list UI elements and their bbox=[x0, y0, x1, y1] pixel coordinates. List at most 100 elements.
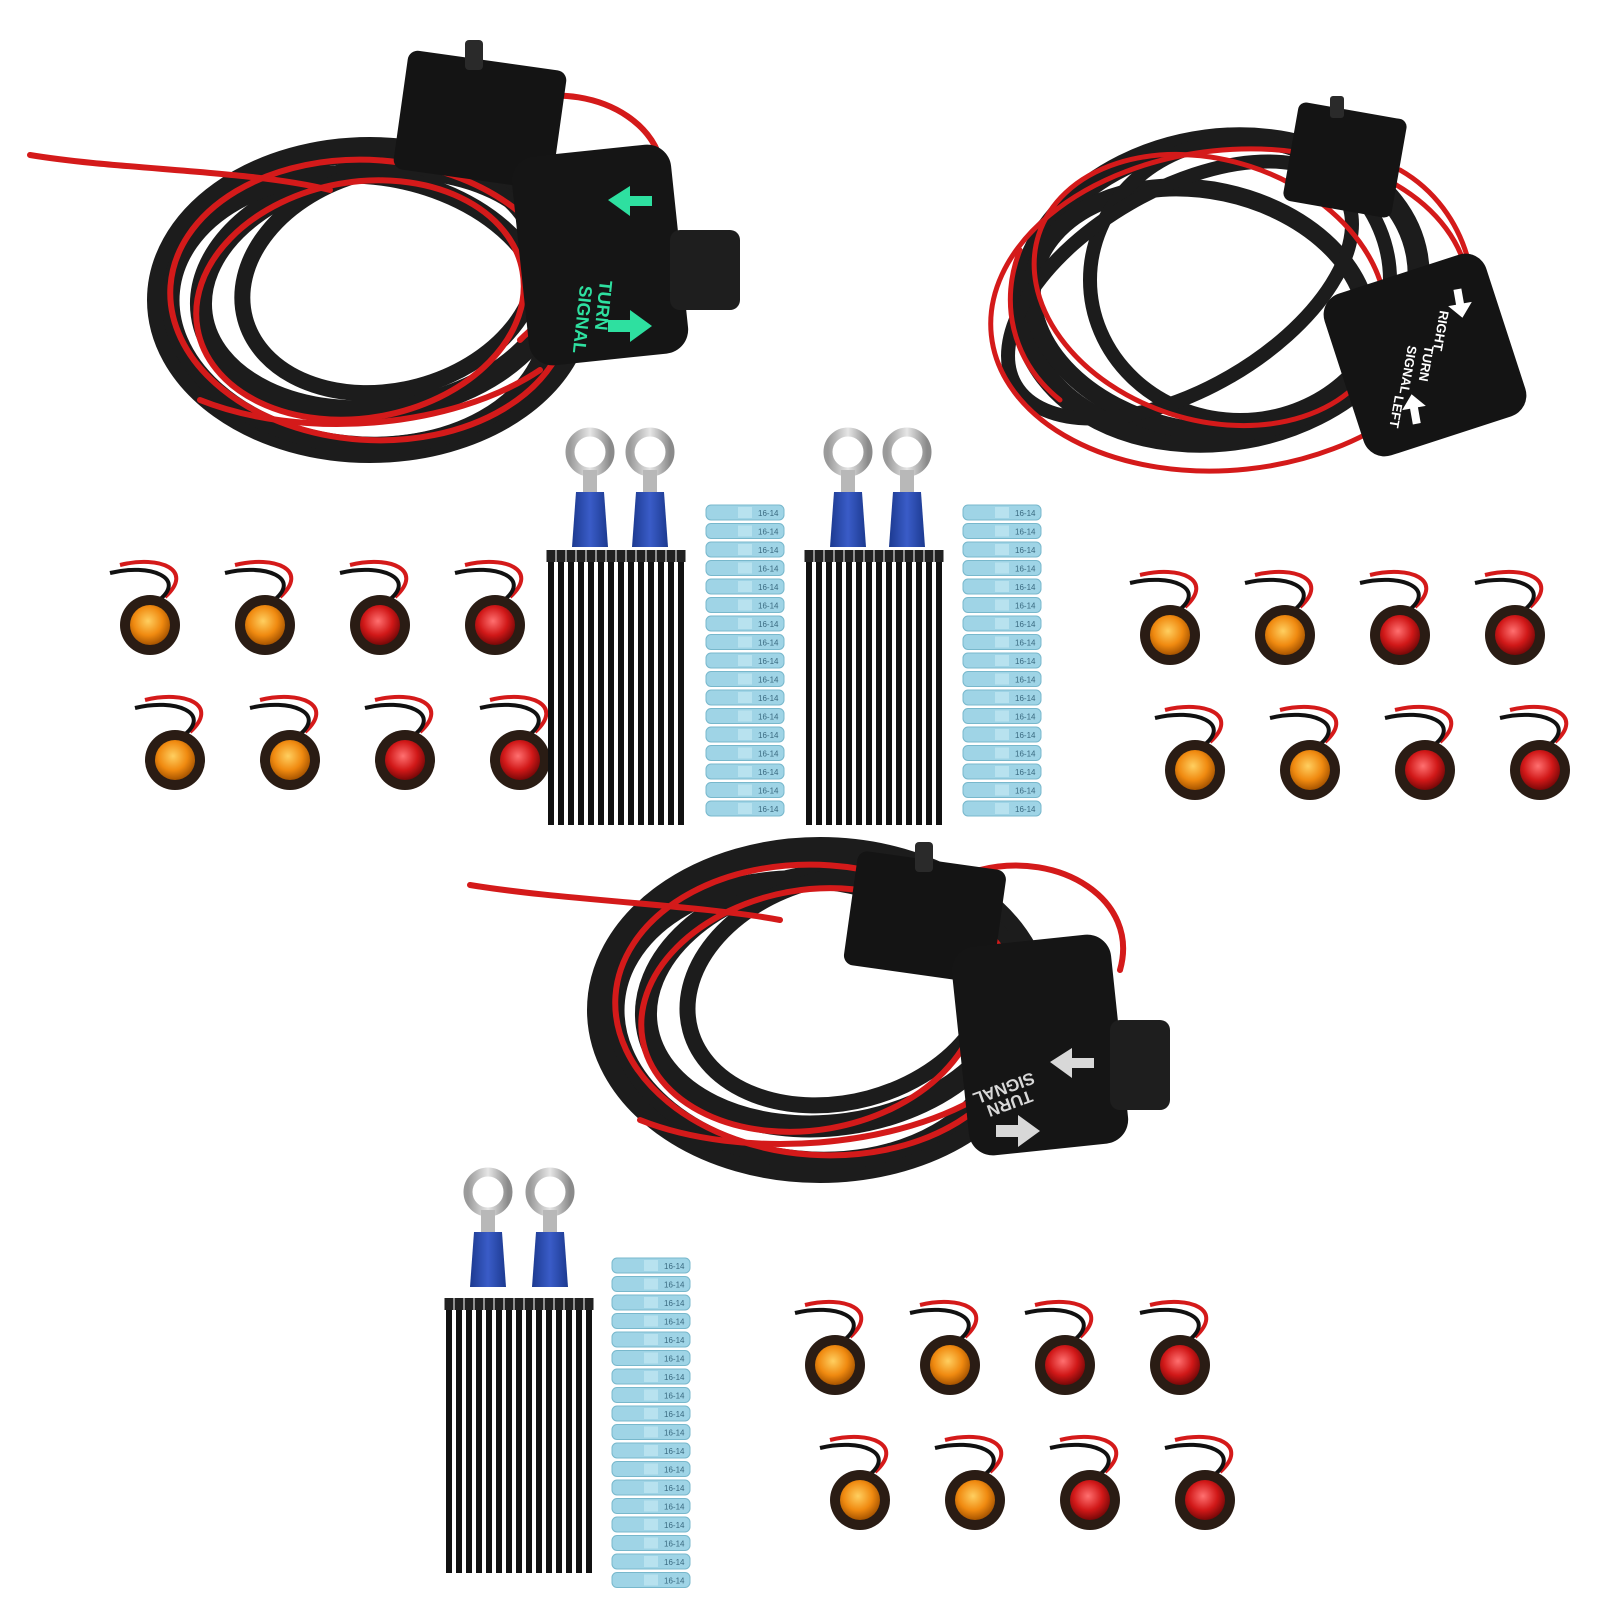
connector-gauge-label: 16-14 bbox=[758, 639, 779, 648]
connector-gauge-label: 16-14 bbox=[664, 1540, 685, 1549]
connector-gauge-label: 16-14 bbox=[758, 657, 779, 666]
marker-light-red bbox=[339, 559, 410, 655]
connector-gauge-label: 16-14 bbox=[664, 1447, 685, 1456]
marker-light-amber bbox=[109, 559, 180, 655]
connector-gauge-label: 16-14 bbox=[664, 1318, 685, 1327]
marker-light-amber bbox=[224, 559, 295, 655]
relay-box-top-right bbox=[1283, 96, 1407, 218]
ring-terminal bbox=[565, 427, 615, 547]
marker-light-red bbox=[479, 694, 550, 790]
marker-light-red bbox=[364, 694, 435, 790]
connector-gauge-label: 16-14 bbox=[664, 1392, 685, 1401]
turn-signal-switch-top-right: RIGHT TURN SIGNAL LEFT bbox=[1323, 253, 1527, 457]
switch-label-turn: TURN bbox=[1416, 344, 1437, 382]
marker-light-amber bbox=[794, 1299, 865, 1395]
connector-gauge-label: 16-14 bbox=[758, 676, 779, 685]
connector-gauge-label: 16-14 bbox=[664, 1355, 685, 1364]
connector-gauge-label: 16-14 bbox=[758, 731, 779, 740]
connector-gauge-label: 16-14 bbox=[1015, 787, 1036, 796]
connector-gauge-label: 16-14 bbox=[758, 694, 779, 703]
marker-light-red bbox=[1359, 569, 1430, 665]
connector-gauge-label: 16-14 bbox=[758, 583, 779, 592]
connector-gauge-label: 16-14 bbox=[664, 1466, 685, 1475]
marker-light-amber bbox=[1154, 704, 1225, 800]
connector-gauge-label: 16-14 bbox=[664, 1484, 685, 1493]
connector-gauge-label: 16-14 bbox=[1015, 602, 1036, 611]
marker-light-red bbox=[1024, 1299, 1095, 1395]
connector-gauge-label: 16-14 bbox=[758, 805, 779, 814]
marker-light-amber bbox=[1244, 569, 1315, 665]
marker-light-amber bbox=[249, 694, 320, 790]
ring-terminal bbox=[525, 1167, 575, 1287]
marker-light-red bbox=[1164, 1434, 1235, 1530]
butt-connectors-column: 16-14 16-14 16-14 16-14 16-14 16-14 16-14 16-14… bbox=[611, 1257, 691, 1588]
butt-connectors-column: 16-14 16-14 16-14 16-14 16-14 16-14 16-14 16-14… bbox=[962, 504, 1042, 817]
arrow-left-icon bbox=[608, 186, 652, 216]
connector-gauge-label: 16-14 bbox=[1015, 805, 1036, 814]
connector-gauge-label: 16-14 bbox=[758, 509, 779, 518]
connector-gauge-label: 16-14 bbox=[664, 1299, 685, 1308]
connector-gauge-label: 16-14 bbox=[664, 1521, 685, 1530]
connector-gauge-label: 16-14 bbox=[758, 750, 779, 759]
marker-light-red bbox=[1139, 1299, 1210, 1395]
connector-gauge-label: 16-14 bbox=[1015, 565, 1036, 574]
turn-signal-switch-top-left: TURN SIGNAL bbox=[511, 144, 740, 366]
ring-terminal bbox=[882, 427, 932, 547]
connector-gauge-label: 16-14 bbox=[758, 565, 779, 574]
marker-light-amber bbox=[909, 1299, 980, 1395]
arrow-right-icon bbox=[608, 310, 652, 342]
marker-light-amber bbox=[134, 694, 205, 790]
marker-light-amber bbox=[819, 1434, 890, 1530]
marker-light-amber bbox=[1269, 704, 1340, 800]
cable-ties-bundle bbox=[546, 550, 686, 825]
connector-gauge-label: 16-14 bbox=[1015, 694, 1036, 703]
connector-gauge-label: 16-14 bbox=[1015, 657, 1036, 666]
cable-ties-bundle bbox=[444, 1298, 594, 1573]
marker-light-amber bbox=[934, 1434, 1005, 1530]
wiring-harness-top-left: TURN SIGNAL bbox=[27, 40, 740, 463]
switch-label-right: RIGHT bbox=[1430, 309, 1452, 351]
marker-light-red bbox=[454, 559, 525, 655]
relay-box-top-left bbox=[393, 40, 567, 190]
ring-terminal bbox=[823, 427, 873, 547]
connector-gauge-label: 16-14 bbox=[758, 602, 779, 611]
arrow-right-icon bbox=[1448, 288, 1472, 318]
connector-gauge-label: 16-14 bbox=[758, 546, 779, 555]
marker-light-red bbox=[1499, 704, 1570, 800]
connector-gauge-label: 16-14 bbox=[1015, 768, 1036, 777]
connector-gauge-label: 16-14 bbox=[1015, 546, 1036, 555]
connector-gauge-label: 16-14 bbox=[664, 1281, 685, 1290]
ring-terminal bbox=[463, 1167, 513, 1287]
connector-gauge-label: 16-14 bbox=[758, 620, 779, 629]
connector-gauge-label: 16-14 bbox=[664, 1558, 685, 1567]
connector-gauge-label: 16-14 bbox=[1015, 528, 1036, 537]
connector-gauge-label: 16-14 bbox=[758, 528, 779, 537]
connector-gauge-label: 16-14 bbox=[664, 1577, 685, 1586]
cable-ties-bundle bbox=[804, 550, 944, 825]
connector-gauge-label: 16-14 bbox=[1015, 750, 1036, 759]
connector-gauge-label: 16-14 bbox=[664, 1373, 685, 1382]
wiring-harness-bottom: TURN SIGNAL bbox=[467, 837, 1170, 1183]
connector-gauge-label: 16-14 bbox=[664, 1410, 685, 1419]
ring-terminal bbox=[625, 427, 675, 547]
connector-gauge-label: 16-14 bbox=[1015, 639, 1036, 648]
connector-gauge-label: 16-14 bbox=[1015, 713, 1036, 722]
connector-gauge-label: 16-14 bbox=[758, 713, 779, 722]
marker-light-red bbox=[1384, 704, 1455, 800]
turn-signal-switch-bottom: TURN SIGNAL bbox=[951, 934, 1170, 1156]
butt-connectors-column: 16-14 16-14 16-14 16-14 16-14 16-14 16-14 16-14… bbox=[705, 504, 785, 817]
marker-light-red bbox=[1474, 569, 1545, 665]
arrow-right-icon bbox=[996, 1115, 1040, 1147]
connector-gauge-label: 16-14 bbox=[664, 1262, 685, 1271]
connector-gauge-label: 16-14 bbox=[1015, 509, 1036, 518]
connector-gauge-label: 16-14 bbox=[758, 787, 779, 796]
connector-gauge-label: 16-14 bbox=[758, 768, 779, 777]
marker-light-amber bbox=[1129, 569, 1200, 665]
accessories-layer: 16-14 16-14 16-14 16-14 16-14 16-14 16-14 16-14… bbox=[109, 427, 1570, 1588]
marker-light-red bbox=[1049, 1434, 1120, 1530]
switch-label-left: LEFT bbox=[1386, 394, 1406, 429]
connector-gauge-label: 16-14 bbox=[1015, 731, 1036, 740]
connector-gauge-label: 16-14 bbox=[664, 1429, 685, 1438]
wiring-harness-top-right: RIGHT TURN SIGNAL LEFT bbox=[988, 96, 1527, 474]
